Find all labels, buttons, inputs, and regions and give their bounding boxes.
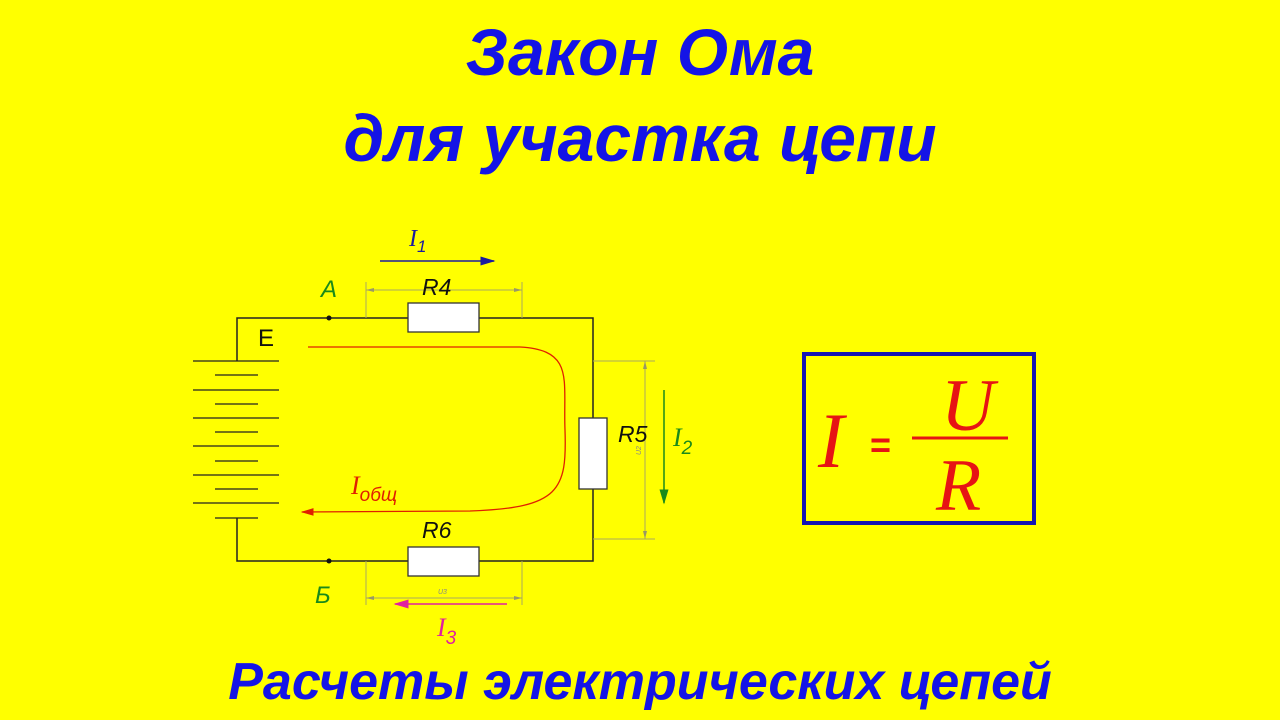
i2-label: I2	[672, 423, 693, 459]
i1-label: I1	[408, 226, 426, 256]
formula-box	[802, 352, 1036, 525]
subtitle: Расчеты электрических цепей	[228, 653, 1052, 711]
node-b-dot	[326, 558, 332, 564]
total-current-path	[300, 346, 566, 516]
r4-label: R4	[422, 274, 451, 300]
node-a-dot	[326, 315, 332, 321]
source-label: E	[258, 325, 274, 352]
battery-icon	[193, 360, 279, 519]
r5-label: R5	[618, 421, 648, 447]
resistor-r5	[578, 417, 608, 490]
voltage-label-u3: U3	[438, 589, 447, 596]
node-a-label: А	[319, 276, 337, 303]
resistor-r6	[407, 546, 480, 577]
total-current-label: Iобщ	[350, 471, 397, 506]
r6-label: R6	[422, 517, 452, 543]
wires	[236, 317, 594, 562]
voltage-label-u2: U2	[636, 446, 643, 455]
dimension-lines	[365, 282, 655, 605]
title-line-1: Закон Ома	[465, 15, 815, 89]
formula-lhs: I	[817, 397, 848, 484]
i3-label: I3	[436, 613, 457, 649]
node-b-label: Б	[315, 582, 331, 609]
resistor-r4	[407, 302, 480, 333]
formula-equals: =	[870, 424, 891, 465]
formula-denominator: R	[935, 445, 981, 527]
formula-numerator: U	[941, 365, 999, 447]
title-line-2: для участка цепи	[343, 101, 937, 175]
